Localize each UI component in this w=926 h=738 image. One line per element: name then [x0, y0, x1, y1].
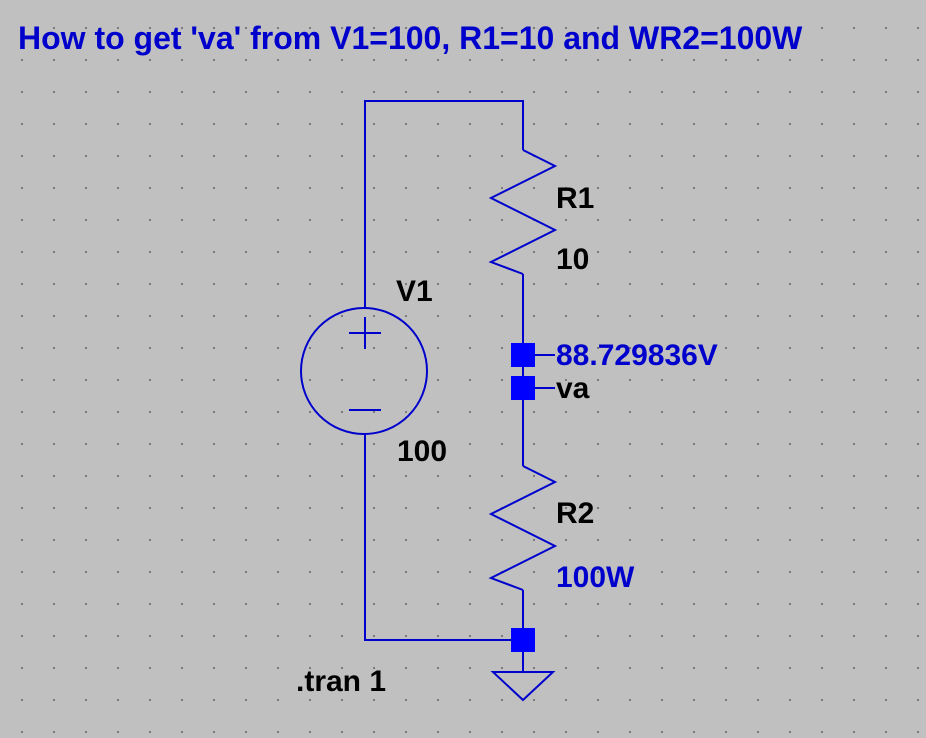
- resistor-icon[interactable]: [488, 149, 558, 275]
- spice-directive[interactable]: .tran 1: [296, 665, 387, 698]
- wire-top[interactable]: [364, 100, 524, 307]
- r2-value-label[interactable]: 100W: [556, 561, 635, 594]
- ground-icon[interactable]: [490, 671, 556, 702]
- net-label-va[interactable]: va: [556, 372, 590, 405]
- r1-value-label[interactable]: 10: [556, 243, 590, 276]
- r1-name-label[interactable]: R1: [556, 182, 595, 215]
- net-va-node[interactable]: [511, 376, 535, 400]
- voltage-source-icon[interactable]: [300, 307, 428, 435]
- r2-name-label[interactable]: R2: [556, 497, 595, 530]
- probe-node[interactable]: [511, 343, 535, 367]
- wire-bottom[interactable]: [364, 434, 523, 641]
- v1-name-label[interactable]: V1: [396, 275, 433, 308]
- v1-value-label[interactable]: 100: [397, 435, 448, 468]
- resistor-icon[interactable]: [488, 465, 558, 591]
- ground-node[interactable]: [511, 628, 535, 652]
- page-title[interactable]: How to get 'va' from V1=100, R1=10 and W…: [18, 20, 803, 56]
- probe-voltage-label[interactable]: 88.729836V: [556, 339, 718, 372]
